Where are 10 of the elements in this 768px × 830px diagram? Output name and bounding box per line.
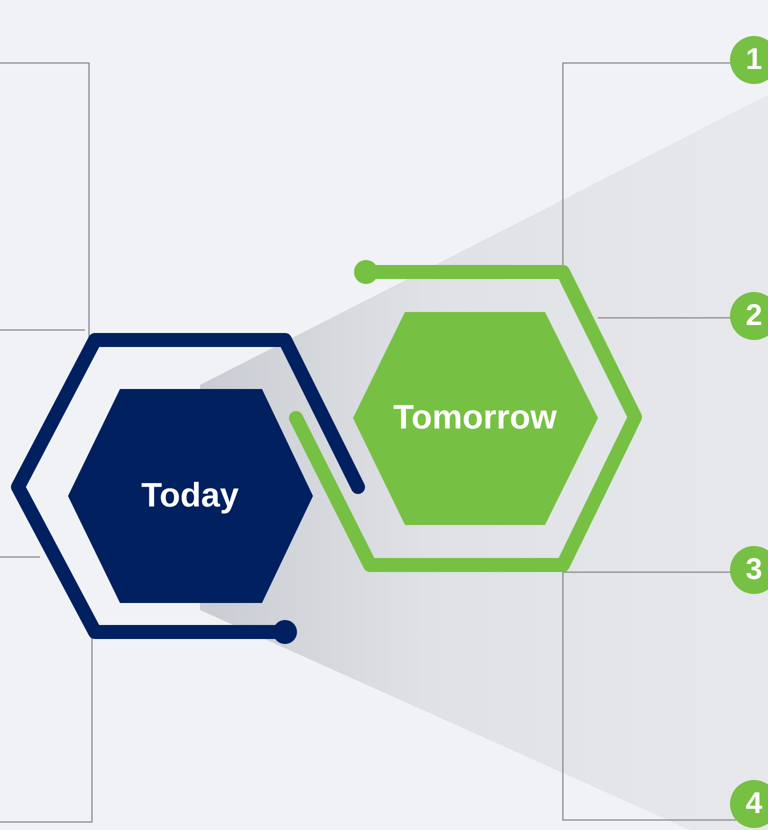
connector-line [0, 636, 93, 823]
connector-line [562, 571, 730, 573]
hexagon-label: Today [141, 476, 239, 516]
connector-line [0, 62, 90, 340]
connector-line [0, 556, 40, 558]
number-badge: 1 [730, 36, 768, 84]
connector-line [562, 572, 736, 821]
hexagon-label: Tomorrow [393, 398, 557, 438]
connector-line [0, 329, 85, 331]
connector-line [598, 317, 730, 318]
